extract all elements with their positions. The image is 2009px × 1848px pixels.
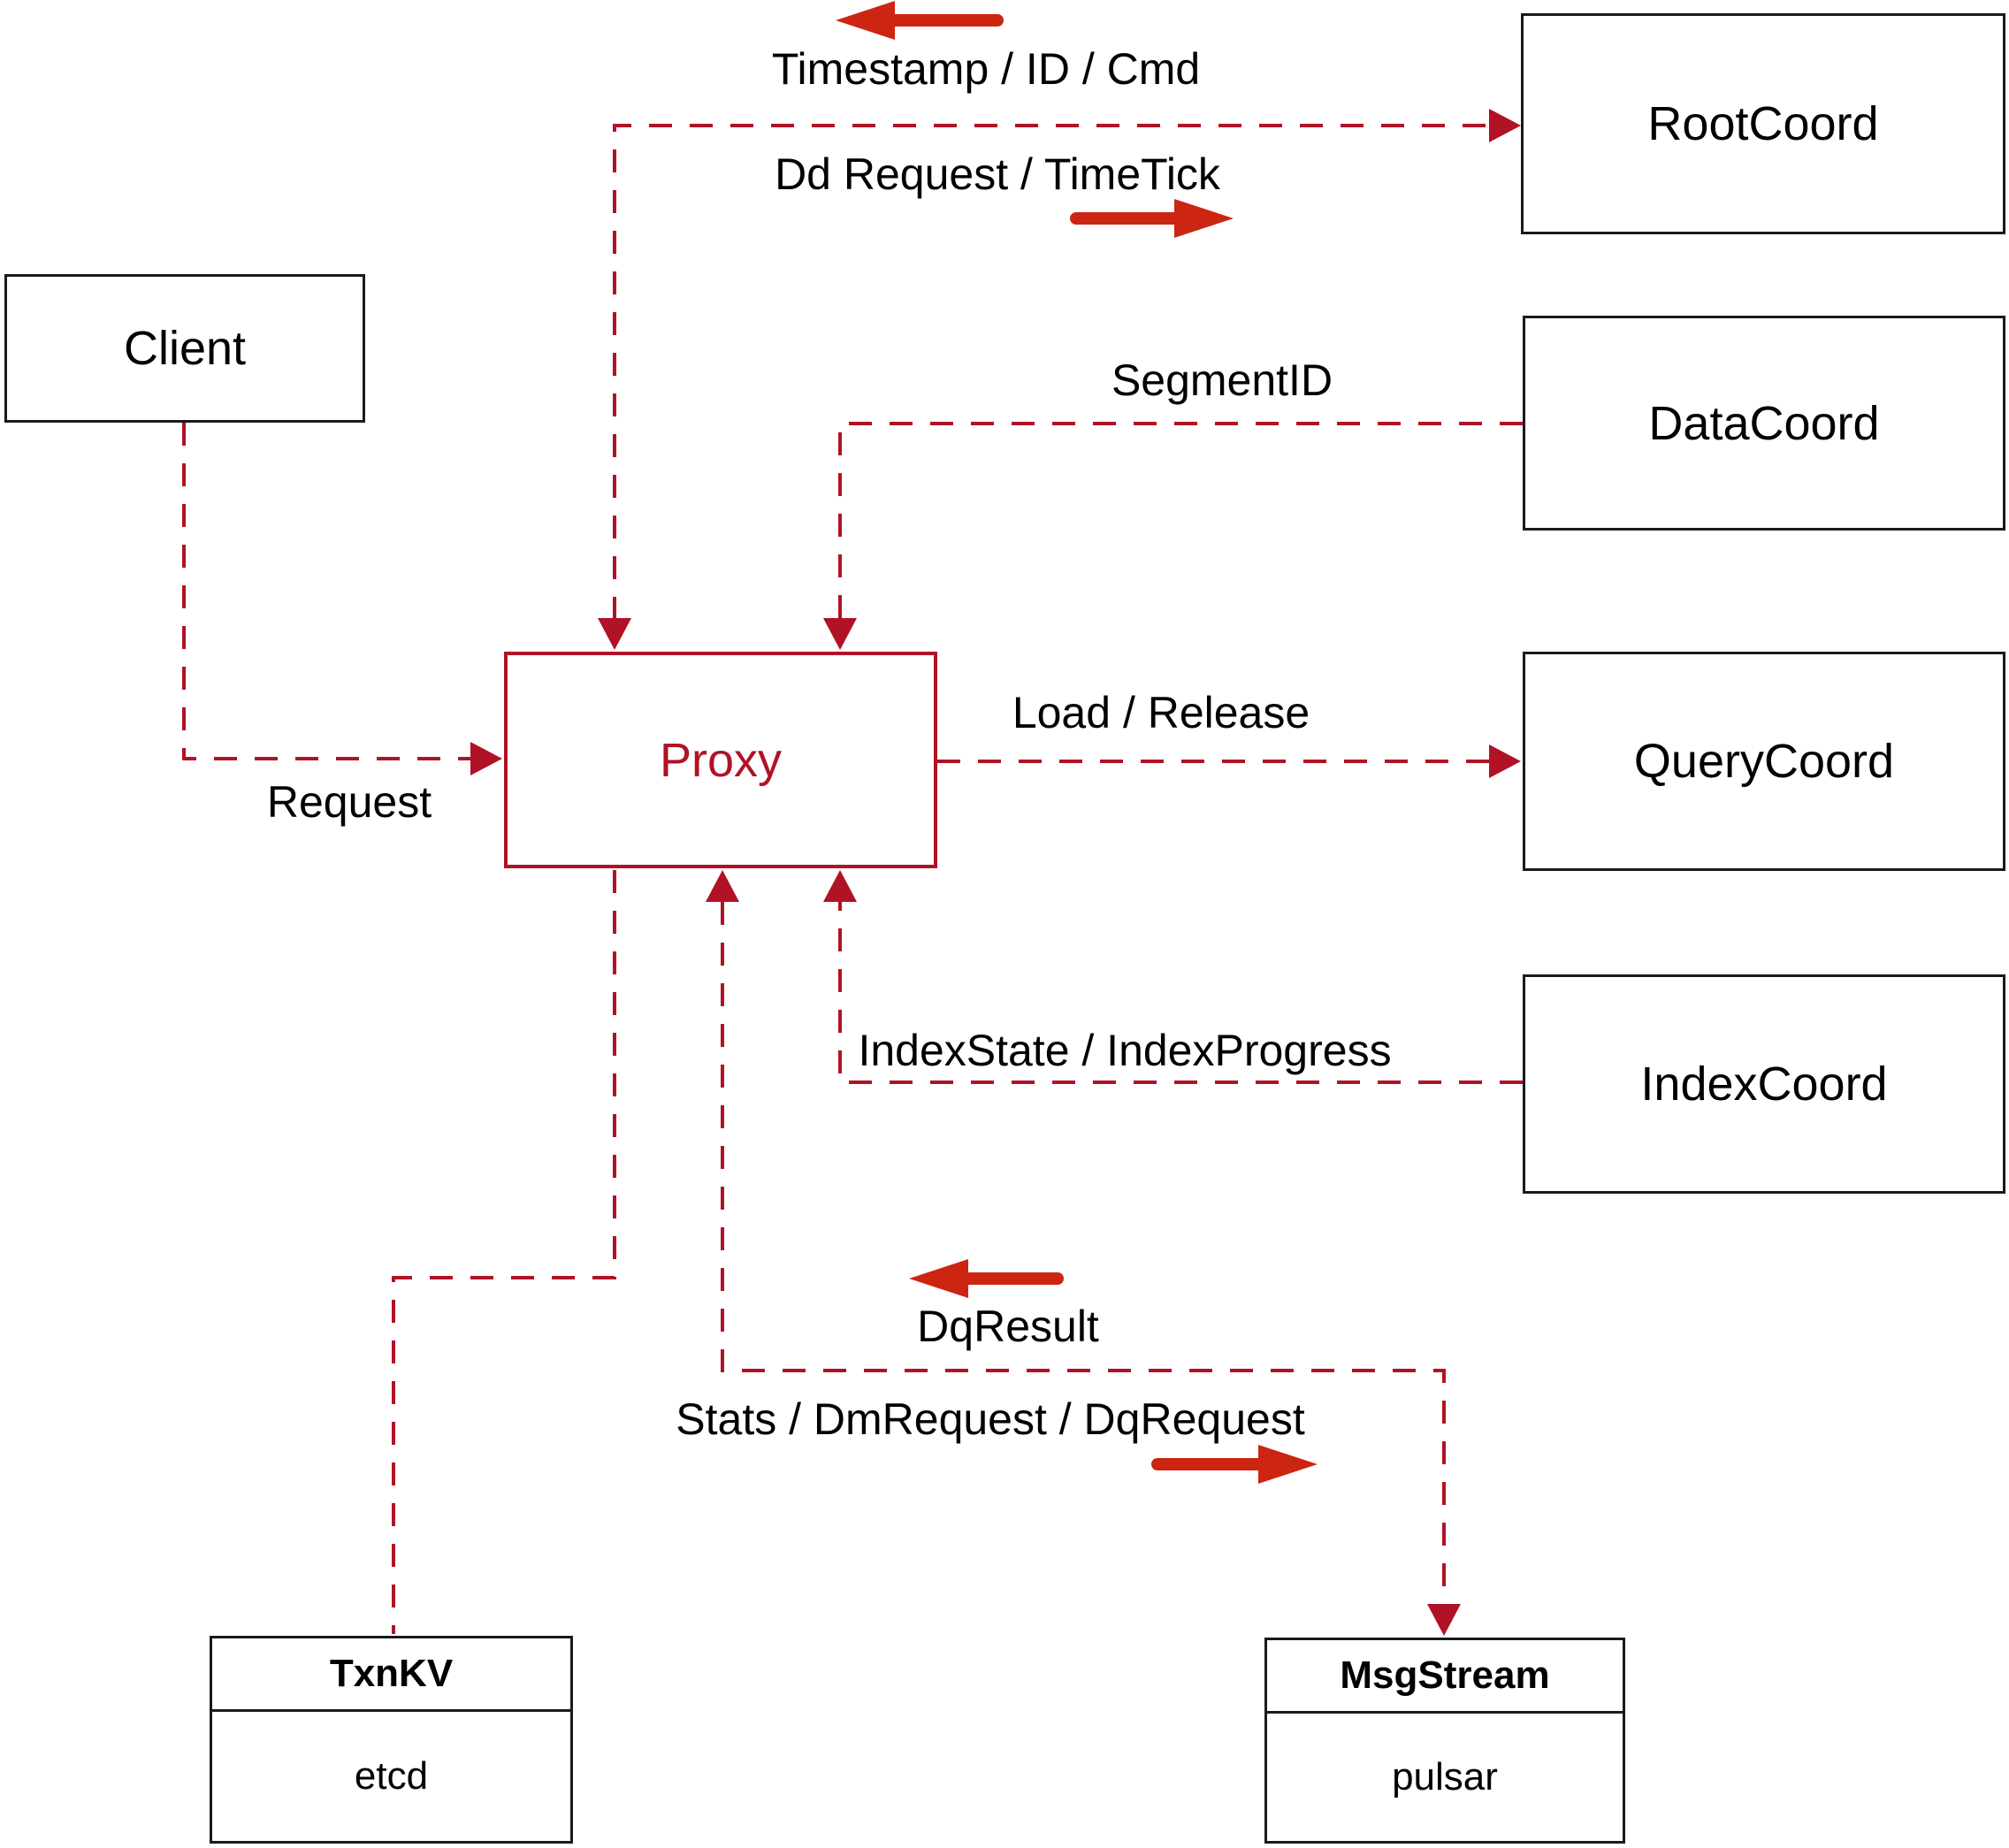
arrowhead-into-proxy-bottom-right-icon: [823, 870, 857, 902]
node-client-label: Client: [123, 322, 247, 375]
arrowhead-into-proxy-top-right-icon: [823, 618, 857, 650]
node-msgstream: MsgStream pulsar: [1264, 1638, 1625, 1844]
edge-label-dd-request-timetick: Dd Request / TimeTick: [775, 149, 1220, 199]
node-querycoord-label: QueryCoord: [1633, 735, 1895, 788]
arrowhead-into-proxy-left-icon: [470, 742, 502, 775]
edge-label-timestamp-id-cmd: Timestamp / ID / Cmd: [771, 44, 1201, 94]
arrowhead-into-proxy-top-left-icon: [598, 618, 631, 650]
edge-proxy-rootcoord: [613, 124, 1489, 620]
node-datacoord-label: DataCoord: [1648, 396, 1880, 450]
edge-label-segmentid: SegmentID: [1111, 355, 1333, 405]
arrowhead-into-proxy-bottom-left-icon: [706, 870, 739, 902]
direction-arrow-right-top-icon: [1070, 199, 1234, 238]
edge-proxy-msgstream: [721, 902, 1446, 1604]
arrowhead-into-msgstream-icon: [1427, 1604, 1461, 1636]
node-proxy: Proxy: [504, 652, 937, 868]
edge-label-request: Request: [266, 777, 432, 827]
node-rootcoord-label: RootCoord: [1647, 97, 1879, 150]
node-rootcoord: RootCoord: [1521, 13, 2005, 234]
node-indexcoord: IndexCoord: [1523, 974, 2005, 1194]
edge-client-to-proxy: [182, 423, 472, 760]
node-txnkv-title: TxnKV: [212, 1638, 570, 1712]
edge-label-stats-dmrequest-dqrequest: Stats / DmRequest / DqRequest: [676, 1394, 1305, 1444]
edge-datacoord-to-proxy: [838, 422, 1523, 618]
edge-label-indexstate-indexprogress: IndexState / IndexProgress: [858, 1026, 1392, 1075]
node-txnkv: TxnKV etcd: [210, 1636, 573, 1844]
direction-arrow-right-stats-icon: [1151, 1445, 1318, 1484]
node-querycoord: QueryCoord: [1523, 652, 2005, 871]
node-proxy-label: Proxy: [659, 733, 783, 787]
direction-arrow-left-dqresult-icon: [909, 1259, 1064, 1298]
edge-proxy-to-txnkv: [392, 870, 616, 1634]
arrowhead-into-rootcoord-icon: [1489, 109, 1521, 142]
node-txnkv-subtitle: etcd: [354, 1754, 429, 1798]
direction-arrow-left-top-icon: [836, 1, 1004, 40]
edge-label-load-release: Load / Release: [1012, 688, 1310, 737]
node-msgstream-title: MsgStream: [1267, 1640, 1623, 1714]
node-indexcoord-label: IndexCoord: [1640, 1058, 1888, 1111]
node-datacoord: DataCoord: [1523, 316, 2005, 531]
arrowhead-into-querycoord-icon: [1489, 745, 1521, 778]
node-client: Client: [4, 274, 365, 423]
node-msgstream-subtitle: pulsar: [1392, 1755, 1498, 1798]
edge-label-dqresult: DqResult: [917, 1302, 1099, 1351]
